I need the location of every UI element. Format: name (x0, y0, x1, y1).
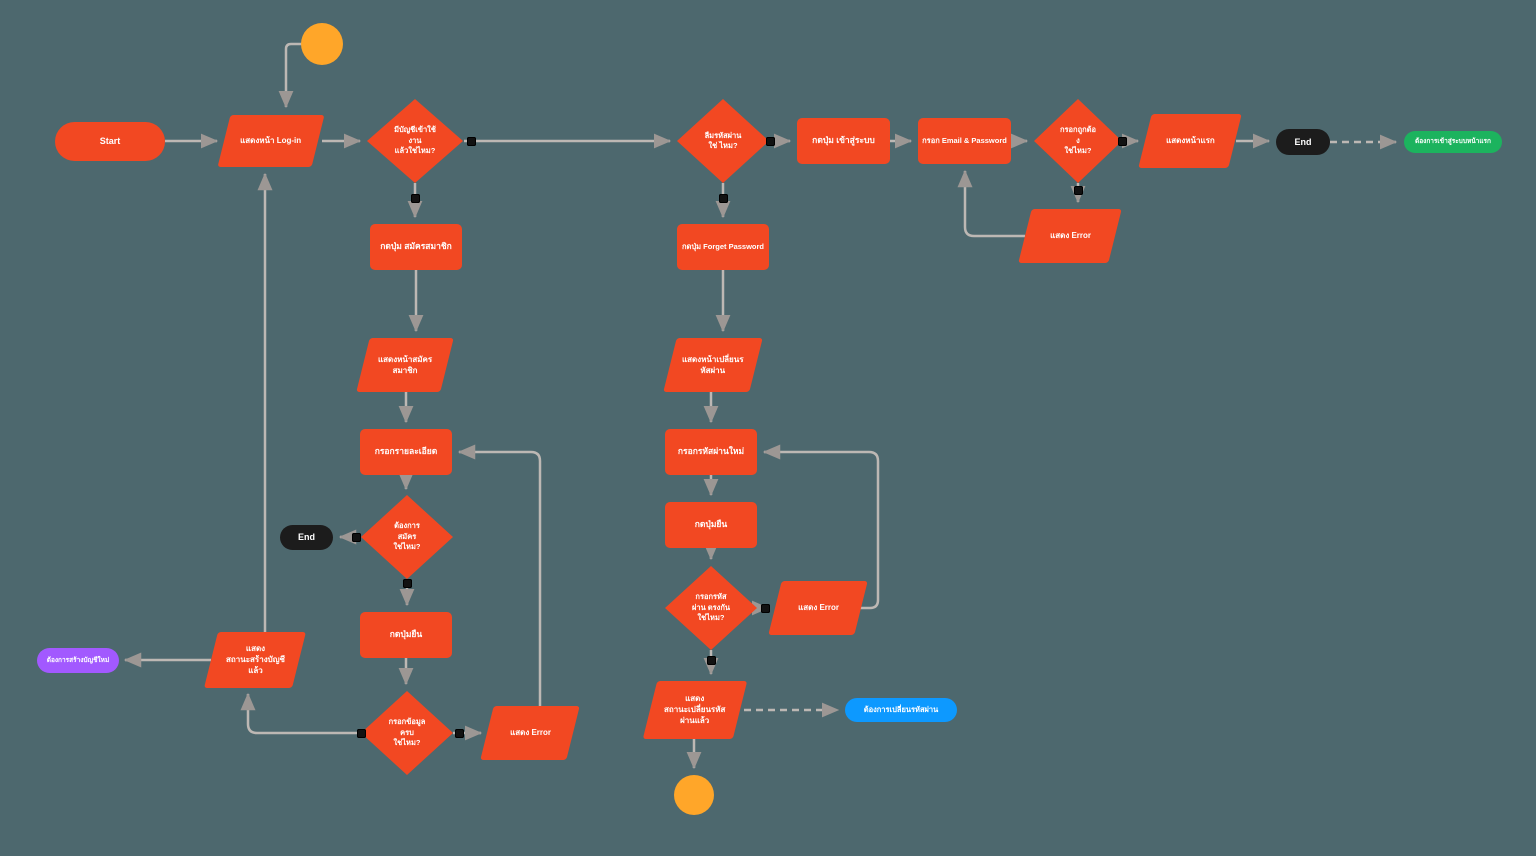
start-label: Start (99, 136, 121, 147)
press-forget-password-step[interactable]: กดปุ่ม Forget Password (677, 224, 769, 270)
press-confirm-password-label: กดปุ่มยืน (694, 519, 728, 530)
branch-label-chip[interactable] (467, 137, 476, 146)
new-account-note-label: ต้องการสร้างบัญชีใหม่ (46, 656, 110, 664)
show-register-page-parallelogram[interactable]: แสดงหน้าสมัคร สมาชิก (356, 338, 454, 392)
change-password-note-label: ต้องการเปลี่ยนรหัสผ่าน (863, 704, 939, 714)
press-confirm-button-register-step[interactable]: กดปุ่มยืน (360, 612, 452, 658)
account-created-status-parallelogram[interactable]: แสดง สถานะสร้างบัญชี แล้ว (204, 632, 306, 688)
entry-point-circle[interactable] (301, 23, 343, 65)
branch-label-chip[interactable] (352, 533, 361, 542)
press-confirm-register-label: กดปุ่มยืน (389, 629, 423, 640)
press-login-label: กดปุ่ม เข้าสู่ระบบ (812, 135, 875, 146)
branch-label-chip[interactable] (455, 729, 464, 738)
login-home-note-pill[interactable]: ต้องการเข้าสู่ระบบหน้าแรก (1404, 131, 1502, 153)
fill-details-step[interactable]: กรอกรายละเอียด (360, 429, 452, 475)
show-home-page-parallelogram[interactable]: แสดงหน้าแรก (1138, 114, 1242, 168)
show-error-register-parallelogram[interactable]: แสดง Error (480, 706, 580, 760)
end-terminator-register[interactable]: End (280, 525, 333, 550)
start-terminator[interactable]: Start (55, 122, 165, 161)
branch-label-chip[interactable] (707, 656, 716, 665)
show-change-password-page-parallelogram[interactable]: แสดงหน้าเปลี่ยนร หัสผ่าน (663, 338, 763, 392)
show-error-password-label: แสดง Error (797, 603, 839, 613)
fill-details-label: กรอกรายละเอียด (374, 446, 438, 457)
has-account-label: มีบัญชีเข้าใช้ งาน แล้วใช่ไหม? (394, 125, 436, 156)
end-register-label: End (298, 532, 315, 543)
password-changed-label: แสดง สถานะเปลี่ยนรหัส ผ่านแล้ว (664, 694, 726, 726)
password-match-label: กรอกรหัส ผ่าน ตรงกัน ใช่ไหม? (691, 592, 731, 623)
press-register-label: กดปุ่ม สมัครสมาชิก (380, 241, 452, 252)
end-terminator-login[interactable]: End (1276, 129, 1330, 155)
branch-label-chip[interactable] (719, 194, 728, 203)
enter-email-password-label: กรอก Email & Password (922, 135, 1007, 145)
branch-label-chip[interactable] (411, 194, 420, 203)
enter-new-password-step[interactable]: กรอกรหัสผ่านใหม่ (665, 429, 757, 475)
branch-label-chip[interactable] (1118, 137, 1127, 146)
press-login-button-step[interactable]: กดปุ่ม เข้าสู่ระบบ (797, 118, 890, 164)
press-register-button-step[interactable]: กดปุ่ม สมัครสมาชิก (370, 224, 462, 270)
enter-email-password-step[interactable]: กรอก Email & Password (918, 118, 1011, 164)
password-changed-status-parallelogram[interactable]: แสดง สถานะเปลี่ยนรหัส ผ่านแล้ว (642, 681, 748, 739)
show-error-login-parallelogram[interactable]: แสดง Error (1018, 209, 1122, 263)
branch-label-chip[interactable] (357, 729, 366, 738)
show-login-page-parallelogram[interactable]: แสดงหน้า Log-in (217, 115, 325, 167)
exit-point-circle[interactable] (674, 775, 714, 815)
forgot-password-label: ลืมรหัสผ่าน ใช่ ไหม? (704, 130, 742, 151)
show-error-login-label: แสดง Error (1049, 231, 1091, 241)
data-complete-label: กรอกข้อมูล ครบ ใช่ไหม? (388, 717, 426, 748)
enter-new-password-label: กรอกรหัสผ่านใหม่ (677, 446, 745, 457)
branch-label-chip[interactable] (1074, 186, 1083, 195)
show-error-password-parallelogram[interactable]: แสดง Error (768, 581, 868, 635)
end-login-label: End (1294, 136, 1312, 147)
login-home-note-label: ต้องการเข้าสู่ระบบหน้าแรก (1415, 138, 1491, 146)
want-register-label: ต้องการ สมัคร ใช่ไหม? (393, 521, 421, 552)
new-account-note-pill[interactable]: ต้องการสร้างบัญชีใหม่ (37, 648, 119, 673)
press-forget-password-label: กดปุ่ม Forget Password (681, 241, 765, 251)
branch-label-chip[interactable] (761, 604, 770, 613)
credentials-correct-label: กรอกถูกต้อ ง ใช่ไหม? (1059, 125, 1097, 156)
account-created-label: แสดง สถานะสร้างบัญชี แล้ว (225, 644, 285, 676)
show-register-page-label: แสดงหน้าสมัคร สมาชิก (377, 354, 433, 375)
branch-label-chip[interactable] (766, 137, 775, 146)
change-password-note-pill[interactable]: ต้องการเปลี่ยนรหัสผ่าน (845, 698, 957, 722)
branch-label-chip[interactable] (403, 579, 412, 588)
show-login-page-label: แสดงหน้า Log-in (240, 136, 302, 146)
show-error-register-label: แสดง Error (509, 728, 551, 738)
press-confirm-button-password-step[interactable]: กดปุ่มยืน (665, 502, 757, 548)
show-home-page-label: แสดงหน้าแรก (1165, 136, 1215, 146)
show-change-password-label: แสดงหน้าเปลี่ยนร หัสผ่าน (682, 354, 744, 375)
